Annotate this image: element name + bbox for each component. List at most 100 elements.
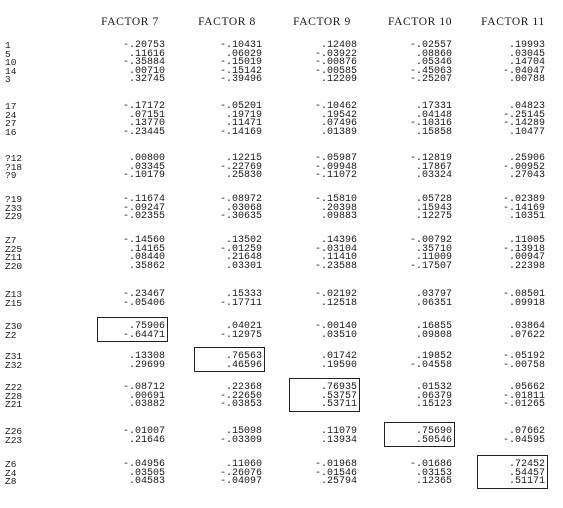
loading-cell: -.20753	[122, 40, 165, 51]
loading-cell: .05728	[415, 194, 452, 205]
loading-cell: .12518	[320, 297, 357, 309]
loading-cell: .01389	[320, 126, 357, 138]
loading-cell: -.05192	[502, 351, 545, 362]
row-label: Z15	[5, 297, 23, 309]
loading-cell: -.05406	[122, 297, 165, 309]
loading-cell: -.10316	[409, 118, 452, 130]
loading-cell: -.23445	[122, 126, 165, 138]
loading-cell: .11005	[508, 235, 545, 246]
row-label: 3	[5, 74, 11, 86]
loading-cell: .25830	[225, 170, 262, 182]
table-row: Z28.00691-.22650.53757.06379-.01811	[0, 390, 563, 402]
loading-cell: .09808	[415, 329, 452, 341]
table-row: 3.32745-.39496.12209-.25207.00788	[0, 74, 563, 86]
column-header-factor-11: FACTOR 11	[481, 16, 545, 28]
row-label: Z33	[5, 202, 23, 214]
table-row: Z6-.04956.11060-.01968-.01686.72452	[0, 459, 563, 470]
row-label: Z4	[5, 467, 17, 479]
loading-cell: .50546	[415, 434, 452, 446]
table-row: 24.07151.19719.19542.04148-.25145	[0, 109, 563, 121]
loading-cell: -.25145	[502, 109, 545, 121]
loading-cell: -.17172	[122, 101, 165, 112]
loading-cell: .19590	[320, 359, 357, 371]
loading-cell: -.14169	[502, 202, 545, 214]
table-row: Z31.13308.76563.01742.19852-.05192	[0, 351, 563, 362]
loading-cell: .19993	[508, 40, 545, 51]
row-label: 10	[5, 57, 17, 69]
loading-cell: .09883	[320, 211, 357, 223]
loading-cell: .07662	[508, 426, 545, 437]
loading-cell: .54457	[508, 467, 545, 479]
loading-cell: .05662	[508, 382, 545, 393]
loading-cell: .13934	[320, 434, 357, 446]
loading-cell: .22398	[508, 260, 545, 272]
loading-cell: -.03922	[314, 48, 357, 60]
row-label: Z30	[5, 321, 23, 332]
loading-cell: .00947	[508, 252, 545, 264]
loading-cell: -.04047	[502, 65, 545, 77]
table-row: 5.11616.06029-.03922.08860.03045	[0, 48, 563, 60]
loading-cell: .03045	[508, 48, 545, 60]
row-label: 27	[5, 118, 17, 130]
loading-cell: .21648	[225, 252, 262, 264]
loading-cell: -.01811	[502, 390, 545, 402]
loading-cell: .04021	[225, 321, 262, 332]
row-label: Z28	[5, 390, 23, 402]
table-row: 14.00710-.15142-.00585-.45063-.04047	[0, 65, 563, 77]
loading-cell: .22368	[225, 382, 262, 393]
table-row: ?18.03345-.22769-.09948.17867-.00952	[0, 161, 563, 173]
table-row: Z29-.02355-.30635.09883.12275.10351	[0, 211, 563, 223]
loading-cell: -.04956	[122, 459, 165, 470]
loading-cell: .14165	[128, 243, 165, 255]
row-label: Z11	[5, 252, 23, 264]
row-label: ?19	[5, 194, 23, 205]
loading-cell: .15858	[415, 126, 452, 138]
loading-cell: .03864	[508, 321, 545, 332]
loading-cell: -.08972	[219, 194, 262, 205]
row-label: 1	[5, 40, 11, 51]
loading-cell: -.26076	[219, 467, 262, 479]
loading-cell: -.45063	[409, 65, 452, 77]
loading-cell: -.11072	[314, 170, 357, 182]
table-row: Z11.08440.21648.11410.11009.00947	[0, 252, 563, 264]
loading-cell: -.09948	[314, 161, 357, 173]
loading-cell: .21646	[128, 434, 165, 446]
column-header-factor-7: FACTOR 7	[101, 16, 159, 28]
loading-cell: -.10431	[219, 40, 262, 51]
loading-cell: -.02355	[122, 211, 165, 223]
loading-cell: .15333	[225, 289, 262, 300]
row-label: ?12	[5, 153, 23, 164]
row-label: 24	[5, 109, 17, 121]
loading-cell: .09918	[508, 297, 545, 309]
loading-cell: .11060	[225, 459, 262, 470]
row-label: Z20	[5, 260, 23, 272]
loading-cell: -.15142	[219, 65, 262, 77]
loading-cell: .46596	[225, 359, 262, 371]
loading-cell: -.05987	[314, 153, 357, 164]
loading-cell: .15098	[225, 426, 262, 437]
highlight-box	[477, 455, 548, 489]
loading-cell: .19719	[225, 109, 262, 121]
row-label: ?18	[5, 161, 23, 173]
loading-cell: -.13918	[502, 243, 545, 255]
loading-cell: -.00140	[314, 321, 357, 332]
row-label: 17	[5, 101, 17, 112]
loading-cell: .72452	[508, 459, 545, 470]
loading-cell: .13308	[128, 351, 165, 362]
loading-cell: .19852	[415, 351, 452, 362]
row-label: Z2	[5, 329, 17, 341]
loading-cell: -.11674	[122, 194, 165, 205]
row-label: 5	[5, 48, 11, 60]
loading-cell: -.12819	[409, 153, 452, 164]
loading-cell: .03068	[225, 202, 262, 214]
loading-cell: .75690	[415, 426, 452, 437]
column-header-factor-8: FACTOR 8	[198, 16, 256, 28]
loading-cell: .14396	[320, 235, 357, 246]
loading-cell: .51171	[508, 476, 545, 488]
loading-cell: -.03309	[219, 434, 262, 446]
table-row: ?12.00800.12215-.05987-.12819.25906	[0, 153, 563, 164]
